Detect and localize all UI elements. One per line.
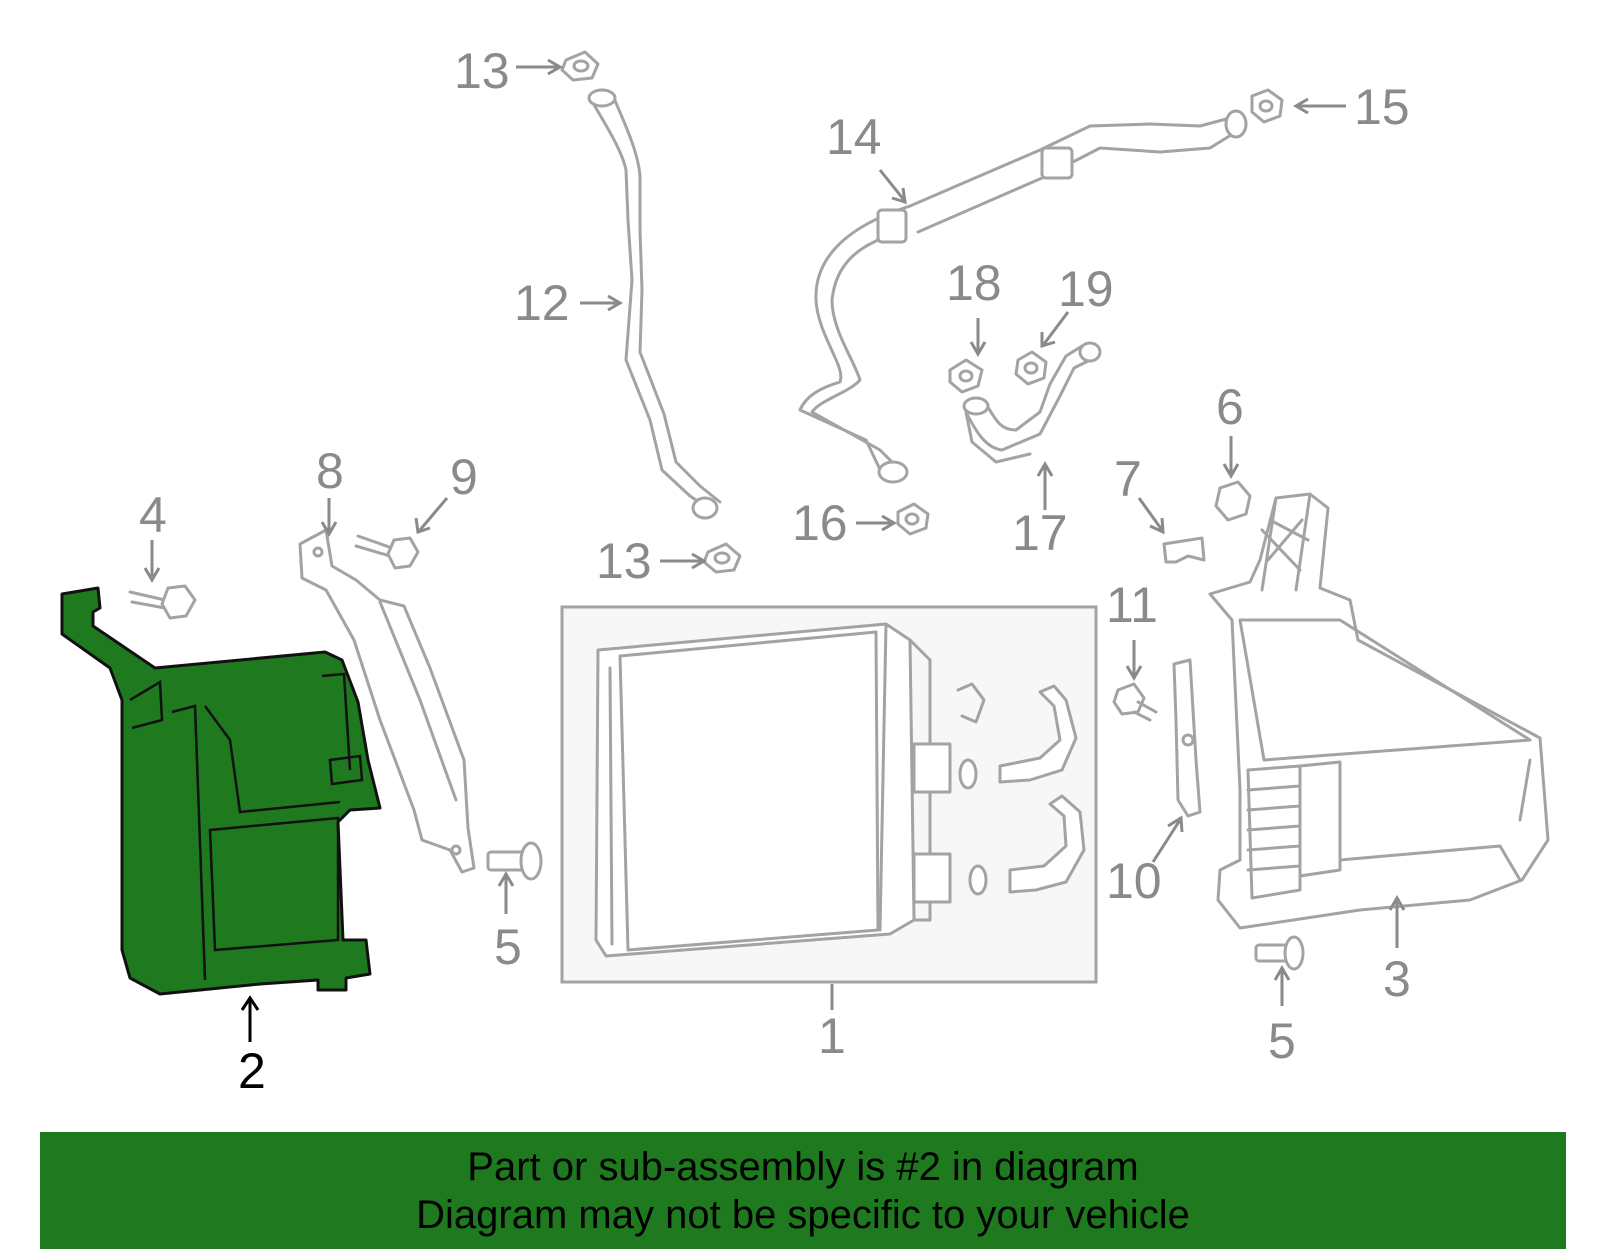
part-19-clamp[interactable] [1014,350,1048,386]
part-3-housing[interactable] [1208,492,1550,930]
callout-label-19: 19 [1058,261,1114,317]
callout-label-8: 8 [316,443,344,499]
part-11-bolt[interactable] [1112,682,1158,722]
callout-label-15: 15 [1354,79,1410,135]
callout-label-12: 12 [514,275,570,331]
callout-label-6: 6 [1216,379,1244,435]
callout-label-18: 18 [946,255,1002,311]
callout-label-5-left: 5 [494,919,522,975]
callout-label-5-right: 5 [1268,1013,1296,1069]
callout-label-10: 10 [1106,853,1162,909]
part-16-clamp[interactable] [896,502,930,536]
part-1-heater-core[interactable] [560,605,1098,984]
callout-label-9: 9 [450,449,478,505]
part-12-hose[interactable] [587,88,722,520]
part-10-bracket[interactable] [1172,658,1202,818]
part-14-hose[interactable] [798,109,1248,484]
part-4-bolt[interactable] [128,584,197,620]
callout-label-17: 17 [1012,505,1068,561]
part-17-hose[interactable] [962,341,1102,464]
part-5-bolt-left[interactable] [486,841,543,881]
callout-label-4: 4 [139,487,167,543]
part-18-clamp[interactable] [948,358,984,394]
part-2-highlighted[interactable] [60,586,382,996]
part-13-clamp-bottom[interactable] [702,542,742,574]
callout-arrows [143,58,1406,1042]
part-6-nut[interactable] [1214,480,1252,522]
callout-labels: 1 2 3 4 5 5 6 7 8 9 10 11 12 13 13 14 15… [139,43,1411,1099]
info-banner: Part or sub-assembly is #2 in diagram Di… [40,1132,1566,1249]
banner-line-2: Diagram may not be specific to your vehi… [416,1192,1190,1237]
callout-label-11: 11 [1106,577,1158,633]
banner-line-1: Part or sub-assembly is #2 in diagram [467,1144,1139,1189]
part-8-bracket[interactable] [298,528,476,874]
part-7-clip[interactable] [1162,536,1206,564]
part-5-bolt-right[interactable] [1254,935,1305,971]
callout-label-7: 7 [1114,451,1142,507]
part-9-bolt[interactable] [354,534,420,570]
callout-label-16: 16 [792,495,848,551]
callout-label-3: 3 [1383,951,1411,1007]
part-13-clamp-top[interactable] [560,50,600,82]
callout-label-13-bottom: 13 [596,533,652,589]
part-15-clamp[interactable] [1250,88,1284,124]
callout-label-14: 14 [826,109,882,165]
callout-label-13-top: 13 [454,43,510,99]
callout-label-1: 1 [818,1008,846,1064]
callout-label-2: 2 [238,1043,266,1099]
